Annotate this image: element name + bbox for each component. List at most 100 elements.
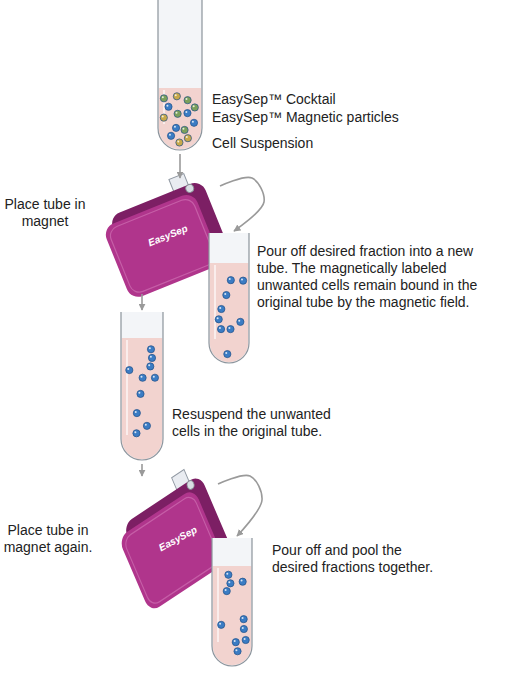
tube-step: Pour off and pool the desired fractions … [210,538,254,668]
cell-suspension-liquid [213,566,251,665]
cell-circle [133,430,140,437]
cell-shine [177,140,179,142]
cell-circle [173,93,180,100]
cell-shine [244,638,246,640]
cell-bead [224,351,231,358]
cell-shine [176,112,178,114]
magnet-face [102,191,222,300]
tube-glass [209,233,249,363]
cell-bead [215,316,222,323]
cell-shine [186,98,188,100]
cell-circle [143,422,150,429]
step-text: EasySep™ Magnetic particles [212,109,462,126]
instruction-label: Place tube in magnet [2,196,88,230]
cell-circle [174,110,181,117]
cell-circle [191,104,198,111]
step-arrow [141,464,143,476]
cell-shine [217,317,219,319]
tube-highlight [126,340,128,435]
tube-outline [121,312,163,460]
cell-bead [225,571,232,578]
pour-arrow [220,177,264,231]
cell-circle [133,409,140,416]
cell-bead [133,409,140,416]
cell-circle [181,126,188,133]
cell-shine [226,573,228,575]
cell-circle [218,305,225,312]
step-text: EasySep™ Cocktail [212,91,442,108]
cell-bead [218,621,225,628]
cell-circle [148,354,155,361]
cell-circle [240,616,247,623]
cell-circle [227,326,234,333]
cell-shine [192,121,194,123]
cell-circle [147,346,154,353]
cell-bead [133,430,140,437]
cell-circle [218,621,225,628]
cell-bead [174,110,181,117]
magnet-port [185,183,195,193]
cell-shine [138,392,140,394]
cell-bead [217,326,224,333]
cell-bead [139,374,146,381]
cell-circle [242,636,249,643]
cell-shine [225,589,227,591]
cell-shine [182,128,184,130]
cell-shine [238,320,240,322]
cell-circle [137,390,144,397]
cell-circle [223,587,230,594]
cell-shine [242,617,244,619]
cell-shine [166,105,168,107]
cell-circle [237,318,244,325]
tube-glass [158,0,202,150]
cell-shine [148,364,150,366]
step-arrow [141,294,143,310]
test-tube [210,538,254,668]
cell-bead [237,318,244,325]
cell-bead [227,277,234,284]
tube-step: Pour off desired fraction into a new tub… [207,233,251,365]
step-text: Resuspend the unwanted cells in the orig… [172,406,352,440]
cell-bead [147,346,154,353]
tube-glass [121,312,163,460]
cell-bead [223,291,230,298]
cell-bead [191,104,198,111]
cell-circle [190,119,197,126]
cell-circle [223,291,230,298]
cell-shine [174,126,176,128]
cell-bead [165,103,172,110]
cell-circle [239,578,246,585]
cell-shine [219,327,221,329]
cell-circle [172,124,179,131]
cell-shine [185,111,187,113]
cell-circle [215,316,222,323]
tube-glass [212,538,252,666]
cell-shine [228,327,230,329]
cell-shine [234,640,236,642]
cell-circle [184,110,191,117]
cell-bead [218,305,225,312]
cell-shine [162,116,164,118]
cell-bead [184,97,191,104]
cell-circle [227,277,234,284]
cell-circle [234,648,241,655]
cell-bead [240,625,247,632]
cell-shine [224,293,226,295]
cell-shine [186,136,188,138]
cell-shine [169,134,171,136]
cell-circle [160,114,167,121]
cell-bead [234,648,241,655]
cell-bead [160,114,167,121]
tube-step: Resuspend the unwanted cells in the orig… [119,312,165,462]
cell-bead [184,135,191,142]
magnet-face [118,488,226,613]
cell-shine [150,356,152,358]
cell-suspension-liquid [210,263,248,362]
test-tube [156,0,204,152]
cell-shine [219,307,221,309]
cell-circle [176,139,183,146]
cell-bead [232,639,239,646]
cell-bead [239,578,246,585]
cell-circle [126,367,133,374]
